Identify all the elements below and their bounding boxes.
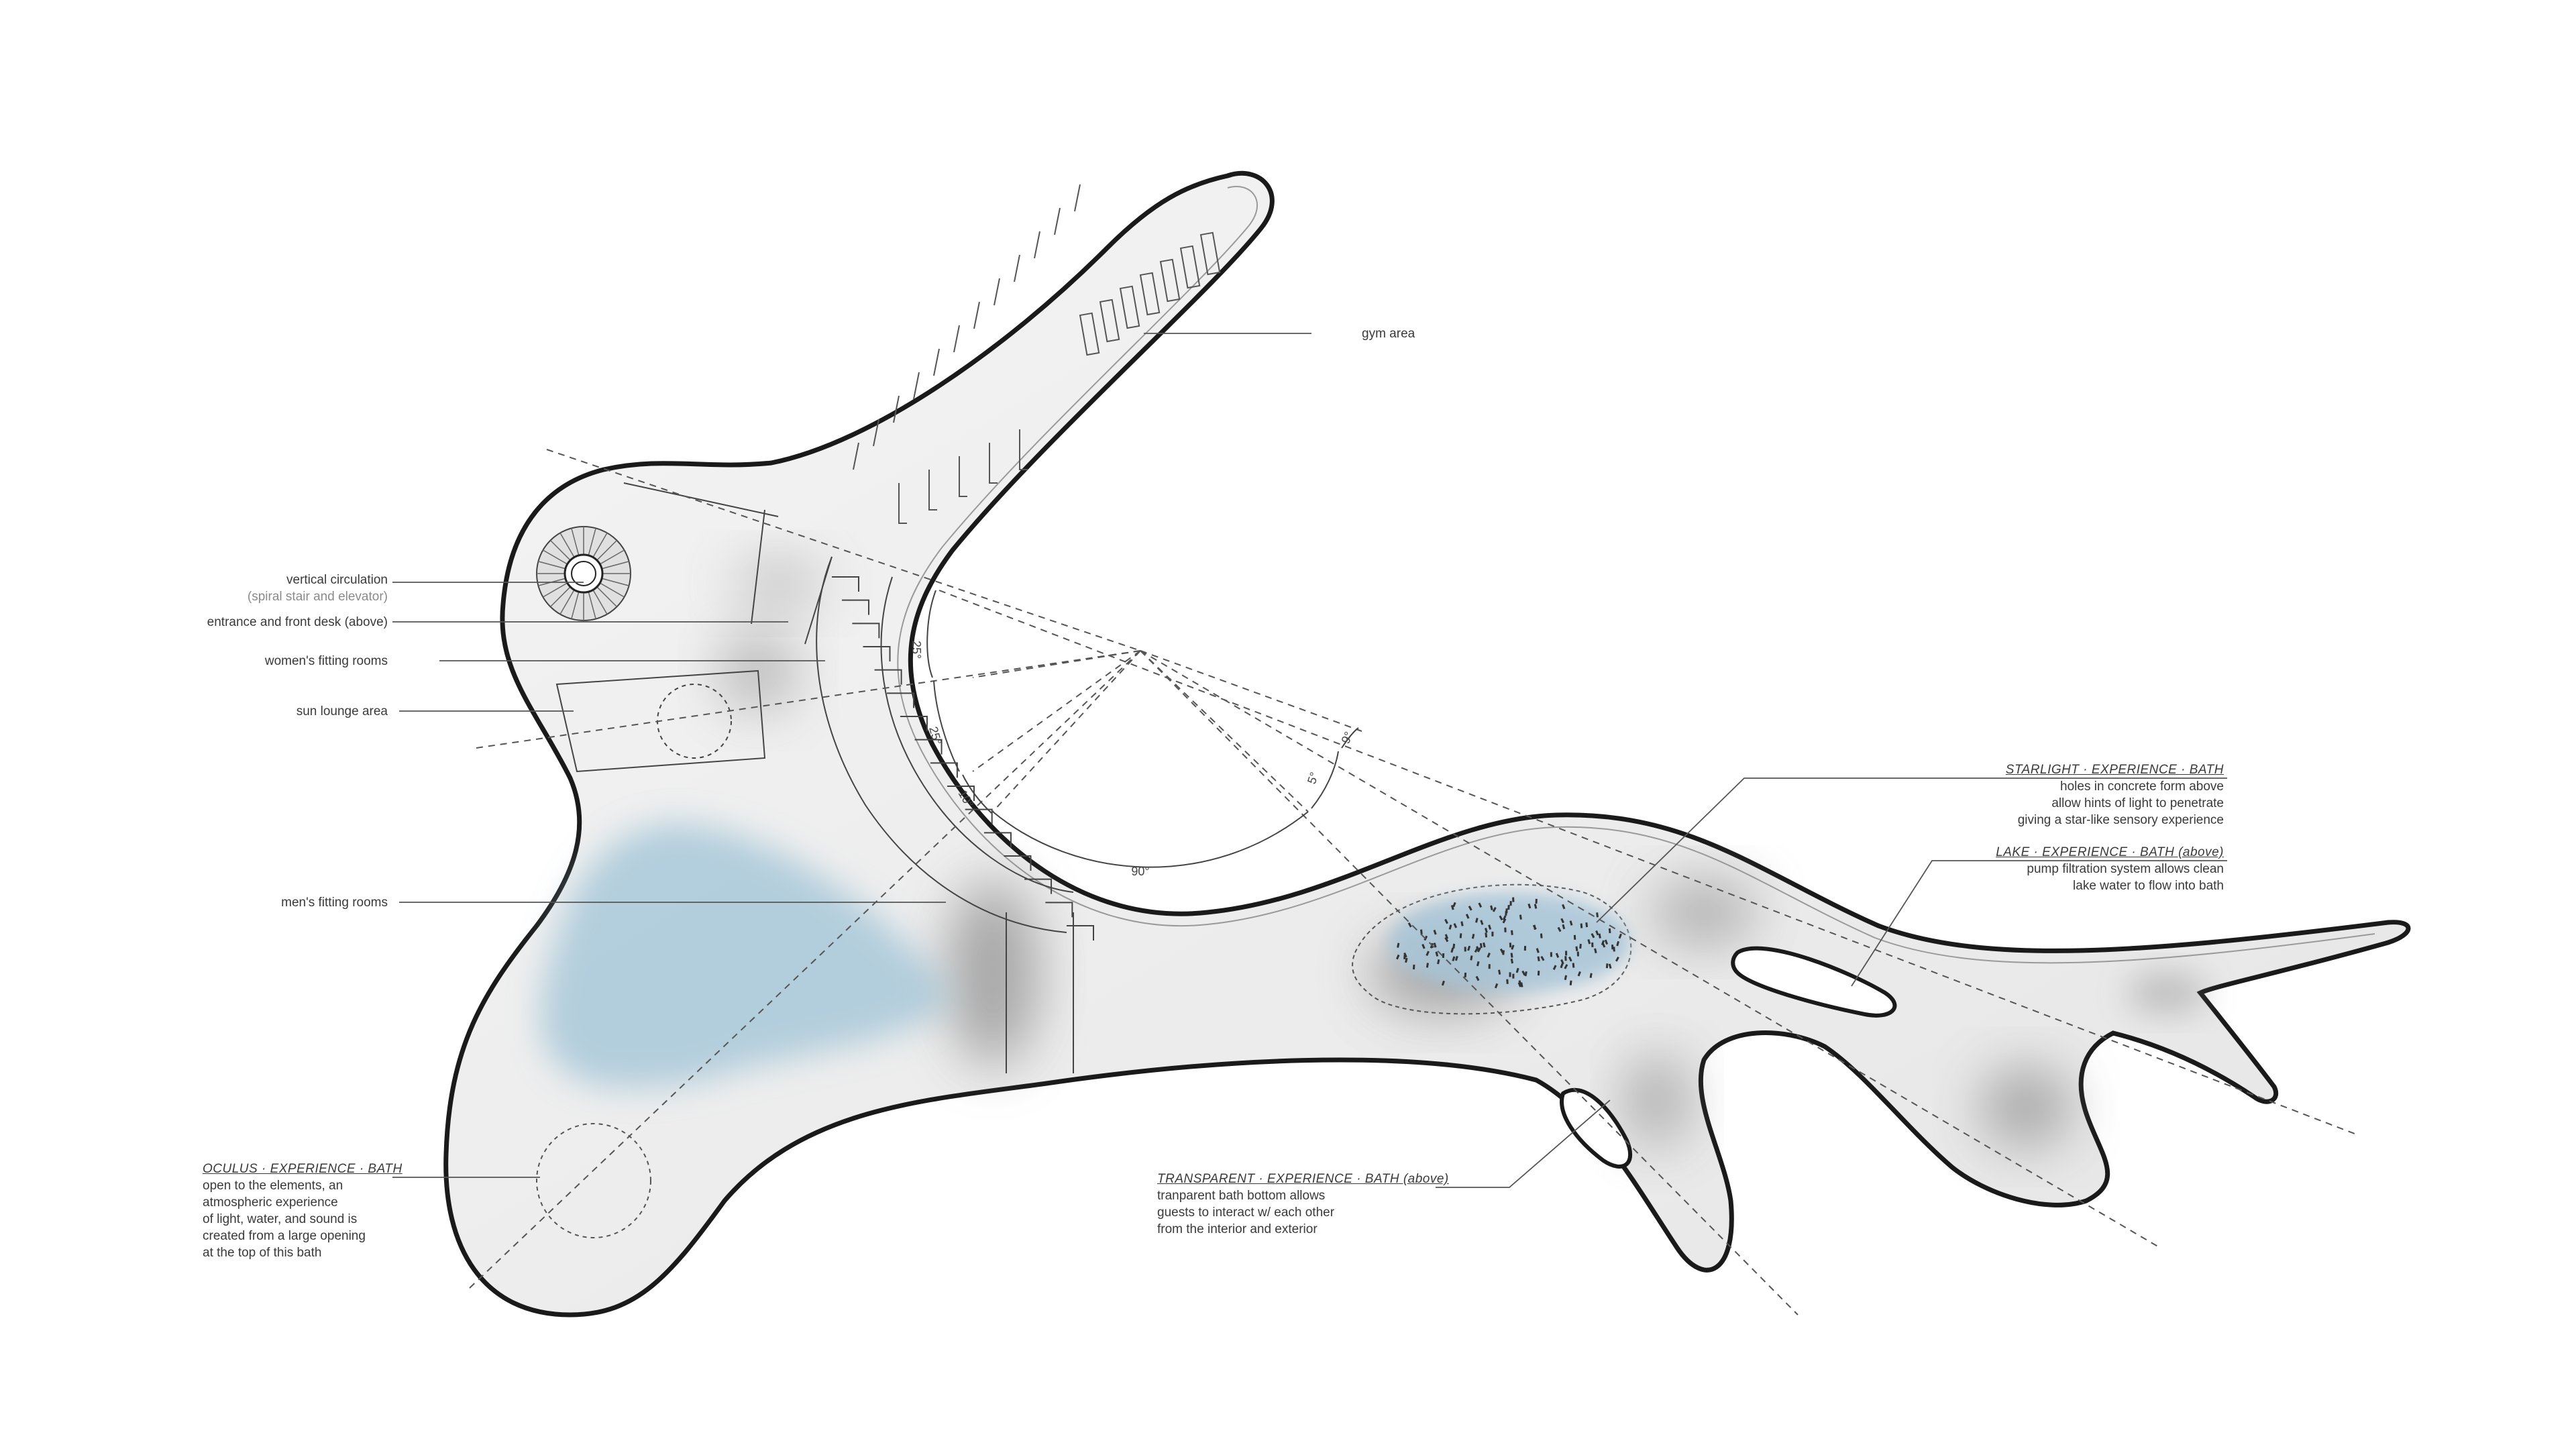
transparent-line-3: from the interior and exterior — [1157, 1222, 1318, 1236]
womens-fitting-label: women's fitting rooms — [264, 654, 388, 668]
starlight-line-1: holes in concrete form above — [2060, 780, 2224, 794]
vertical-circulation-subtitle: (spiral stair and elevator) — [247, 590, 388, 604]
oculus-line-1: open to the elements, an — [203, 1179, 343, 1193]
angle-label-1: 25° — [910, 641, 923, 659]
vertical-circulation-label: vertical circulation (spiral stair and e… — [174, 572, 388, 605]
mens-fitting-label: men's fitting rooms — [281, 896, 388, 910]
transparent-title: TRANSPARENT · EXPERIENCE · BATH (above) — [1157, 1172, 1449, 1186]
gym-equipment — [853, 184, 1221, 524]
starlight-title: STARLIGHT · EXPERIENCE · BATH — [2005, 763, 2224, 777]
lake-line-2: lake water to flow into bath — [2073, 879, 2224, 893]
starlight-holes — [1395, 897, 1622, 989]
oculus-bath — [536, 823, 953, 1238]
oculus-line-4: created from a large opening — [203, 1229, 366, 1243]
fitting-rooms — [816, 556, 1094, 941]
oculus-line-2: atmospheric experience — [203, 1195, 338, 1210]
leader-lines — [392, 333, 2227, 1188]
transparent-bath — [1560, 1087, 1632, 1169]
lake-title: LAKE · EXPERIENCE · BATH (above) — [1996, 845, 2224, 859]
interior-shading — [718, 557, 2207, 1147]
transparent-callout: TRANSPARENT · EXPERIENCE · BATH (above) … — [1157, 1171, 1449, 1238]
angle-arcs — [926, 590, 1359, 868]
building-inner-line — [897, 186, 2375, 964]
lake-line-1: pump filtration system allows clean — [2027, 862, 2224, 876]
axis-lines — [469, 449, 2355, 1316]
starlight-line-2: allow hints of light to penetrate — [2051, 796, 2224, 810]
starlight-callout: STARLIGHT · EXPERIENCE · BATH holes in c… — [1919, 761, 2224, 828]
starlight-bath — [1352, 883, 1632, 1015]
entrance-label: entrance and front desk (above) — [207, 615, 388, 629]
entrance-walls — [623, 482, 1074, 1073]
building-outline — [443, 170, 2411, 1318]
transparent-line-1: tranparent bath bottom allows — [1157, 1189, 1326, 1203]
oculus-title: OCULUS · EXPERIENCE · BATH — [203, 1162, 402, 1176]
spiral-stair — [536, 526, 631, 621]
building-footprint — [443, 170, 2411, 1318]
oculus-callout: OCULUS · EXPERIENCE · BATH open to the e… — [203, 1161, 402, 1261]
sun-lounge-label: sun lounge area — [296, 704, 388, 718]
oculus-line-5: at the top of this bath — [203, 1246, 322, 1260]
angle-label-4: 5° — [1305, 770, 1322, 786]
vertical-circulation-title: vertical circulation — [286, 573, 388, 587]
starlight-line-3: giving a star-like sensory experience — [2017, 813, 2224, 827]
angle-label-6: 90° — [1131, 865, 1149, 878]
lake-callout: LAKE · EXPERIENCE · BATH (above) pump fi… — [1919, 844, 2224, 894]
oculus-line-3: of light, water, and sound is — [203, 1212, 358, 1226]
lake-bath — [1731, 946, 1897, 1018]
gym-area-label: gym area — [1362, 327, 1415, 341]
transparent-line-2: guests to interact w/ each other — [1157, 1205, 1335, 1220]
